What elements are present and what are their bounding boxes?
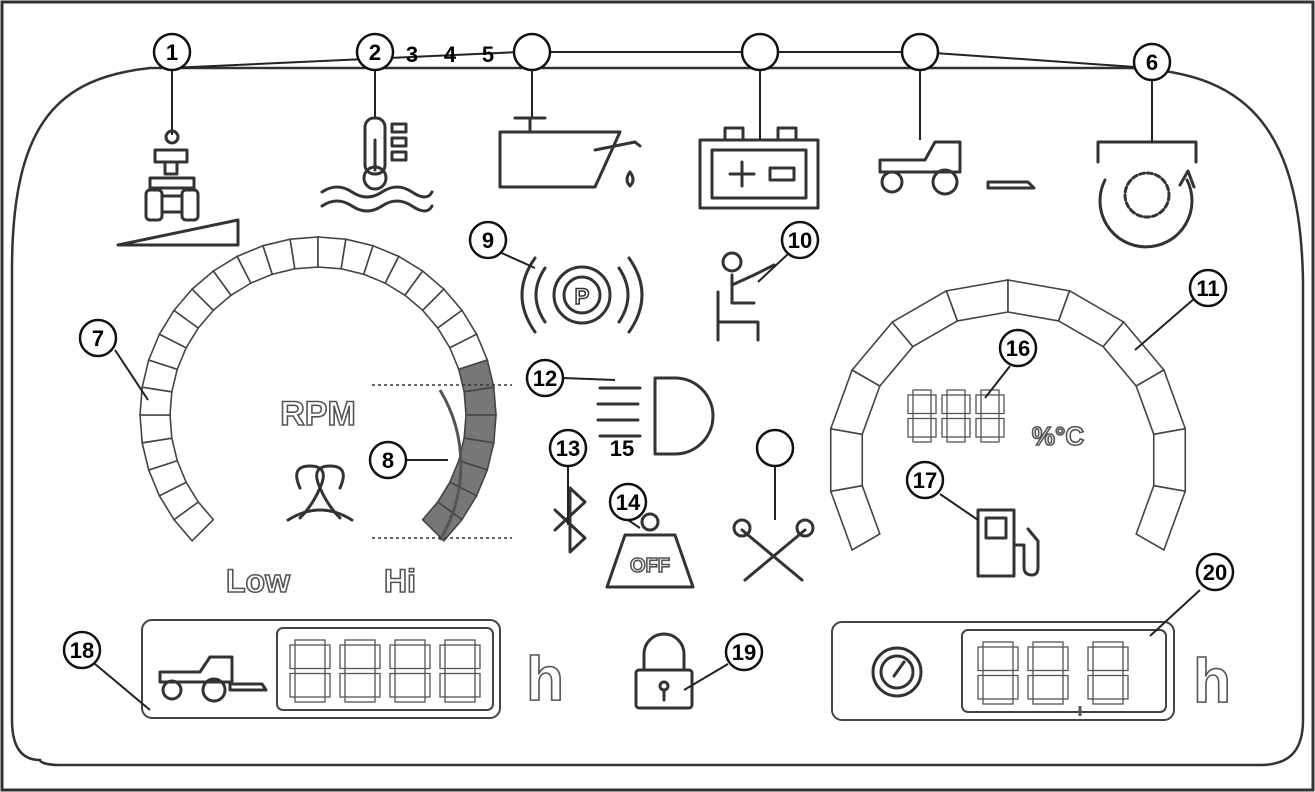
rpm-label: RPM — [280, 395, 356, 433]
svg-text:13: 13 — [556, 436, 580, 461]
callout-16: 16 — [998, 328, 1038, 368]
wrench-service-icon — [732, 428, 815, 582]
oil-pressure-icon — [498, 32, 642, 189]
svg-text:10: 10 — [788, 228, 812, 253]
fuel-pump-icon — [976, 508, 1040, 578]
svg-text:7: 7 — [92, 326, 104, 351]
callout-13: 13 — [548, 428, 588, 468]
callout-2: 2 — [355, 32, 395, 72]
callout-9: 9 — [468, 220, 508, 260]
weight-off-icon: OFF — [605, 512, 695, 589]
right-meter-digit — [1087, 641, 1129, 705]
callout-8: 8 — [368, 440, 408, 480]
svg-text:1: 1 — [166, 40, 178, 65]
gauge-digit — [941, 389, 971, 443]
low-label: Low — [226, 563, 290, 599]
hours-digit — [289, 639, 331, 703]
hour-meter-digits — [289, 639, 481, 703]
callout-19: 19 — [724, 632, 764, 672]
bluetooth-icon — [553, 486, 587, 554]
callout-17: 17 — [905, 460, 945, 500]
temp-unit-label: %°C — [1032, 421, 1085, 451]
headlight-icon — [596, 376, 715, 456]
rpm-gauge-segment — [289, 236, 319, 270]
right-gauge-segment — [829, 484, 881, 552]
svg-text:11: 11 — [1196, 276, 1219, 301]
gauge-digit-display — [907, 389, 1005, 443]
hour-meter-frame — [141, 619, 501, 719]
callout-20: 20 — [1195, 552, 1235, 592]
rpm-gauge-segment — [421, 500, 464, 543]
svg-text:12: 12 — [533, 366, 557, 391]
pto-rotation-icon — [1096, 140, 1198, 249]
lock-icon — [634, 632, 694, 710]
callout-12: 12 — [525, 358, 565, 398]
right-gauge-segment — [1152, 427, 1187, 493]
callout-5: 5 — [482, 42, 494, 67]
rpm-gauge-segment — [139, 414, 173, 444]
svg-text:2: 2 — [369, 40, 381, 65]
svg-text:18: 18 — [70, 638, 94, 663]
svg-text:P: P — [575, 284, 590, 309]
svg-text:20: 20 — [1203, 560, 1227, 585]
hi-label: Hi — [384, 563, 416, 599]
speed-dial-icon — [871, 646, 923, 698]
gauge-digit — [907, 389, 937, 443]
svg-text:6: 6 — [1146, 50, 1158, 75]
hours-unit-right: h — [1193, 647, 1231, 716]
svg-text:9: 9 — [482, 228, 494, 253]
gauge-digit — [975, 389, 1005, 443]
svg-text:16: 16 — [1006, 336, 1030, 361]
callout-11: 11 — [1188, 268, 1228, 308]
weight-off-text: OFF — [630, 555, 670, 577]
tractor-mower-icon — [878, 32, 1036, 196]
hours-digit — [389, 639, 431, 703]
hours-digit — [439, 639, 481, 703]
callout-7: 7 — [78, 318, 118, 358]
right-gauge — [829, 279, 1187, 552]
right-meter-inner — [961, 629, 1167, 713]
callout-14: 14 — [608, 482, 648, 522]
callout-4: 4 — [444, 42, 457, 67]
right-meter-frame — [831, 621, 1175, 721]
hours-digit — [339, 639, 381, 703]
callout-1: 1 — [152, 32, 192, 72]
right-gauge-segment — [945, 279, 1009, 322]
seat-occupancy-icon — [716, 251, 776, 342]
svg-text:8: 8 — [382, 448, 394, 473]
coolant-temperature-icon — [320, 68, 434, 213]
top-leader-line — [169, 51, 1151, 69]
right-gauge-segment — [829, 427, 864, 493]
rpm-gauge — [139, 236, 497, 543]
tractor-slope-icon — [116, 68, 240, 247]
right-meter-digits — [977, 641, 1129, 716]
rpm-gauge-segment — [463, 386, 497, 416]
callout-6: 6 — [1132, 42, 1172, 82]
right-gauge-segment — [1135, 484, 1187, 552]
glow-plug-icon — [286, 464, 354, 522]
svg-text:17: 17 — [913, 468, 937, 493]
svg-text:19: 19 — [732, 640, 756, 665]
svg-text:14: 14 — [616, 490, 641, 515]
callout-10: 10 — [780, 220, 820, 260]
panel-outline — [10, 66, 1305, 767]
parking-brake-icon: P — [520, 256, 644, 334]
hour-meter-tractor-icon — [158, 655, 268, 703]
callout-18: 18 — [62, 630, 102, 670]
callout-3: 3 — [406, 42, 418, 67]
hours-unit-left: h — [526, 645, 564, 714]
right-meter-digit — [1027, 641, 1069, 705]
hour-meter-inner — [276, 627, 494, 711]
right-meter-digit — [977, 641, 1019, 705]
callout-15: 15 — [610, 436, 634, 461]
battery-icon — [698, 32, 820, 210]
